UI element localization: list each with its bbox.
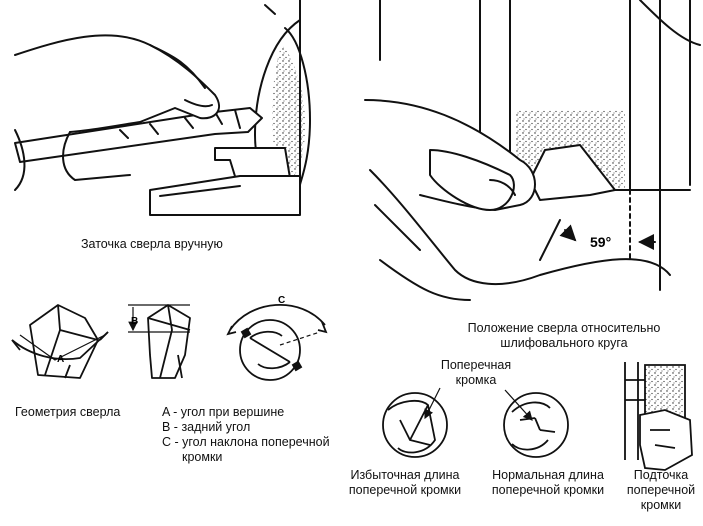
caption-drill-geometry: Геометрия сверла xyxy=(15,405,121,419)
drill-geometry-angle-b xyxy=(128,304,191,379)
caption-chisel-edge-line2: кромка xyxy=(455,373,497,387)
drill-bit xyxy=(14,107,263,163)
drill-geometry-angle-a xyxy=(11,304,109,379)
angle-b-label: B xyxy=(131,316,138,327)
drill-position-illustration xyxy=(364,0,701,301)
caption-excess: Избыточная длина поперечной кромки xyxy=(340,468,470,498)
caption-drill-position-line2: шлифовального круга xyxy=(500,336,628,350)
caption-thinning-line2: поперечной xyxy=(626,483,696,497)
caption-drill-position-line1: Положение сверла относительно xyxy=(467,321,661,335)
legend-c-line2: кромки xyxy=(182,450,223,464)
caption-thinning-line1: Подточка xyxy=(633,468,689,482)
caption-chisel-edge-line1: Поперечная xyxy=(440,358,512,372)
caption-drill-position: Положение сверла относительно шлифовальн… xyxy=(444,321,684,351)
caption-normal-line1: Нормальная длина xyxy=(492,468,604,482)
caption-excess-line1: Избыточная длина xyxy=(350,468,460,482)
caption-normal-line2: поперечной кромки xyxy=(491,483,605,497)
thumb xyxy=(429,149,515,211)
chisel-edge-normal xyxy=(503,389,569,458)
drill-bit xyxy=(529,144,616,201)
angle-legend: A - угол при вершине B - задний угол C -… xyxy=(162,405,330,465)
caption-hand-sharpening: Заточка сверла вручную xyxy=(81,237,223,251)
legend-c-line1: C - угол наклона поперечной xyxy=(162,435,330,449)
chisel-edge-thinning xyxy=(624,362,693,471)
angle-c-label: C xyxy=(278,295,285,306)
angle-59-label: 59° xyxy=(590,234,611,250)
wheel-abrasive xyxy=(272,45,305,180)
hand xyxy=(14,34,220,133)
caption-thinning-line3: кромки xyxy=(640,498,682,512)
caption-chisel-edge: Поперечная кромка xyxy=(436,358,516,388)
caption-thinning: Подточка поперечной кромки xyxy=(623,468,699,513)
caption-normal: Нормальная длина поперечной кромки xyxy=(478,468,618,498)
drill-geometry-angle-c xyxy=(226,304,328,381)
hand-sharpening-illustration xyxy=(14,0,311,216)
caption-excess-line2: поперечной кромки xyxy=(348,483,462,497)
angle-a-label: A xyxy=(57,354,64,365)
legend-b: B - задний угол xyxy=(162,420,251,434)
chisel-edge-excess xyxy=(382,387,448,458)
legend-a: A - угол при вершине xyxy=(162,405,285,419)
